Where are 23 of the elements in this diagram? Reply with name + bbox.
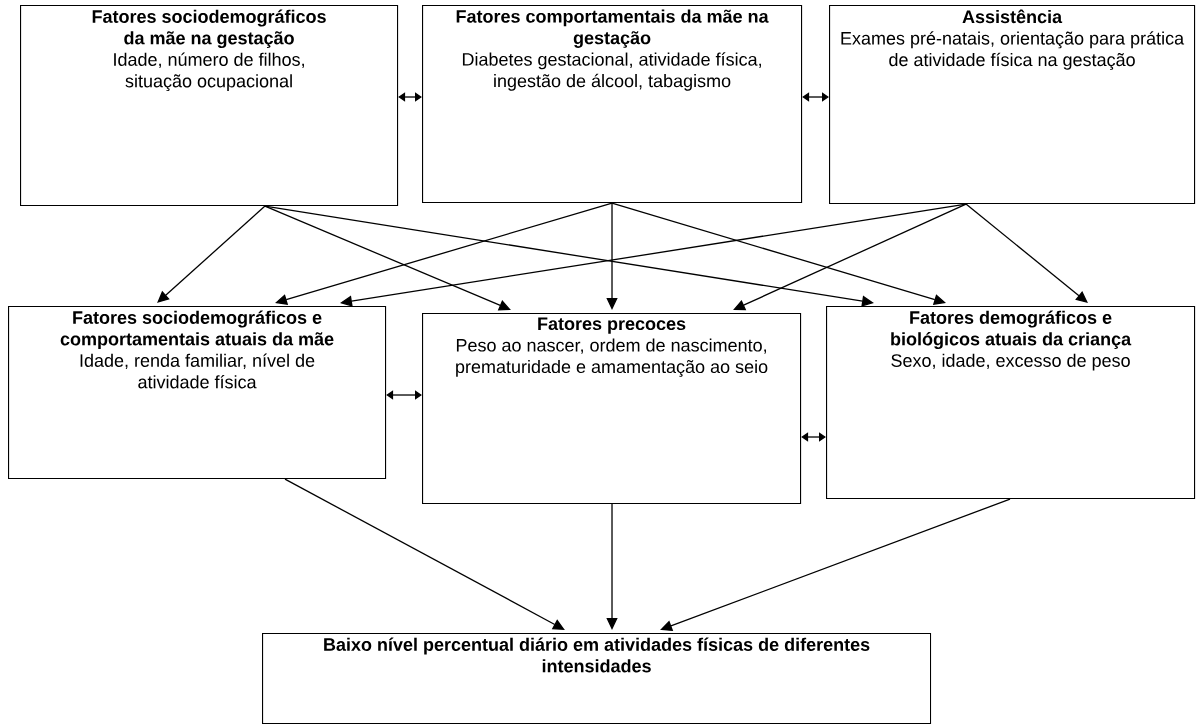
outcome-box: Baixo nível percentual diário em atividades físicas de diferentes intensidades (262, 633, 932, 724)
arrow (284, 478, 565, 630)
arrow (611, 202, 946, 305)
arrow (264, 205, 874, 307)
arrow (606, 503, 618, 630)
arrow (802, 92, 829, 102)
arrow (606, 202, 618, 310)
arrow (386, 390, 422, 400)
arrow (398, 92, 422, 102)
arrow (660, 498, 1011, 632)
factor-box: Fatores sociodemográficos da mãe na gestação Idade, número de filhos, situação ocupacional (20, 5, 399, 207)
factor-box: Assistência Exames pré-natais, orientação para prática de atividade física na gestação (829, 5, 1196, 205)
arrow (965, 203, 1088, 303)
arrow (733, 203, 967, 311)
arrow (264, 205, 511, 311)
factor-box: Fatores sociodemográficos e comportamentais atuais da mãe Idade, renda familiar, nível de atividade física (8, 306, 387, 480)
factor-box: Fatores precoces Peso ao nascer, ordem de nascimento, prematuridade e amamentação ao seio (422, 313, 802, 505)
arrow (340, 203, 967, 307)
arrow (157, 205, 266, 303)
arrow (275, 202, 613, 306)
arrow (801, 432, 826, 442)
factor-box: Fatores comportamentais da mãe na gestação Diabetes gestacional, atividade física, ingestão de álcool, tabagismo (422, 5, 803, 204)
factor-box: Fatores demográficos e biológicos atuais da criança Sexo, idade, excesso de peso (826, 306, 1196, 500)
